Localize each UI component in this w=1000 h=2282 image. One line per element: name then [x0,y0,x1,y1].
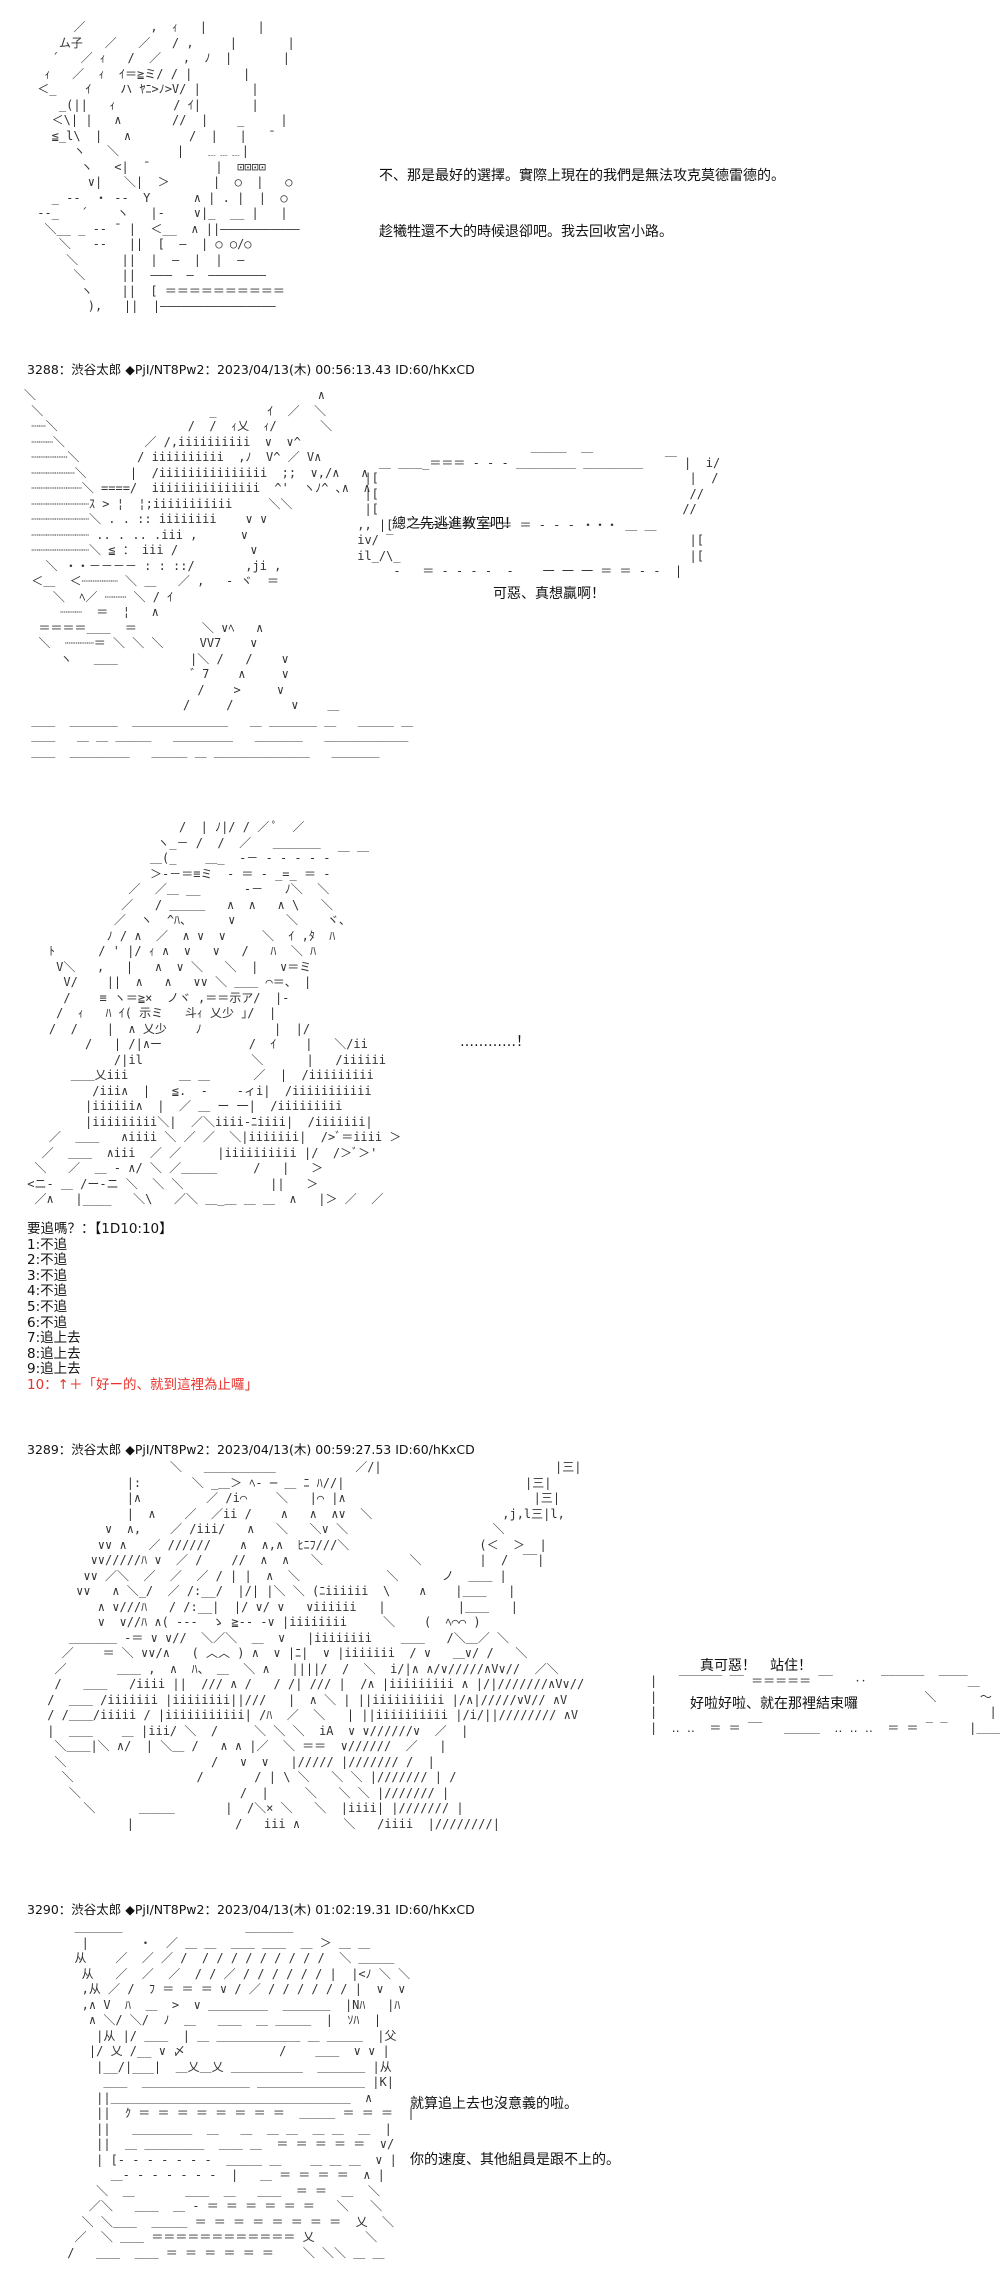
post-header: 3290：渋谷太郎 ◆PjI/NT8Pw2：2023/04/13(木) 01:0… [27,1902,475,1917]
post-panel-1: ／ , ｨ | | ム子 ／ ／ / , | | ´ ／ ｨ / ／ , ﾉ |… [0,0,1000,377]
ascii-art-speech-frame: | ‾‾‾‾‾‾ ‾‾ ＝＝＝＝＝ ‾‾ ‥ ‾‾‾‾‾‾ ‾‾‾‾＿ | ＼ … [650,1674,1000,1735]
vote-option: 8:追上去 [27,1345,81,1362]
speech-2: 可惡、真想贏啊！ [493,586,605,602]
dialogue-line: 就算追上去也沒意義的啦。 [410,2096,578,2112]
vote-option: 6:不追 [27,1314,68,1331]
speech-1: 總之先逃進教室吧！ [392,516,518,532]
ascii-art-figure: ＿＿＿＿ ＿＿＿＿ | ・ ／ ＿ ＿ ＿＿ ＿＿ ＿ ＞ ＿ ＿ 从 ／ ／ … [67,1920,415,2260]
vote-option: 4:不追 [27,1283,68,1300]
vote-options: 1:不追 2:不追 3:不追 4:不追 5:不追 6:不追 7:追上去 8:追上… [27,1236,258,1394]
dialogue-line: 趁犧牲還不大的時候退卻吧。我去回收宮小路。 [379,224,673,240]
dialogue-line: 你的速度、其他組員是跟不上的。 [410,2152,620,2168]
vote-block: 要追嗎？：【1D10:10】 1:不追 2:不追 3:不追 4:不追 5:不追 … [27,1221,258,1394]
post-header: 3288：渋谷太郎 ◆PjI/NT8Pw2：2023/04/13(木) 00:5… [27,362,475,377]
ascii-art-figure: / | ﾉ|/ / ／ ﾟ ／ ヽ_－ / / ／ ＿＿＿＿ ＿(_ ＿_ ‐－… [27,820,402,1206]
ellipsis-speech: …………！ [460,1034,530,1050]
speech-2: 好啦好啦、就在那裡結束囉 [690,1696,858,1712]
vote-option: 3:不追 [27,1267,68,1284]
vote-title: 要追嗎？：【1D10:10】 [27,1221,173,1237]
vote-option: 2:不追 [27,1252,68,1269]
vote-option: 5:不追 [27,1298,68,1315]
post-panel-4: ＼ ＿＿＿＿＿＿ ／/| |三| |: ＼ _＿＞ ﾍ‐ ─ ＿ ﾆ ﾊ//| … [0,1450,1000,1917]
vote-option: 9:追上去 [27,1361,81,1378]
post-panel-3: / | ﾉ|/ / ／ ﾟ ／ ヽ_－ / / ／ ＿＿＿＿ ＿(_ ＿_ ‐－… [0,820,1000,1457]
vote-option: 1:不追 [27,1236,68,1253]
post-header: 3289：渋谷太郎 ◆PjI/NT8Pw2：2023/04/13(木) 00:5… [27,1442,475,1457]
ascii-art-figure: ＼ ∧ ＼ _ ｲ ／ ＼ ┈┈＼ / / ｨ乂 ｨ/ ＼ ┈┈┈＼ ／ /,i… [24,388,414,759]
ascii-art-figure: ＼ ＿＿＿＿＿＿ ／/| |三| |: ＼ _＿＞ ﾍ‐ ─ ＿ ﾆ ﾊ//| … [47,1460,585,1831]
ascii-art-figure: ／ , ｨ | | ム子 ／ ／ / , | | ´ ／ ｨ / ／ , ﾉ |… [37,20,300,313]
speech-block: 不、那是最好的選擇。實際上現在的我們是無法攻克莫德雷德的。 趁犧牲還不大的時候退… [379,134,785,274]
post-panel-5: ＿＿＿＿ ＿＿＿＿ | ・ ／ ＿ ＿ ＿＿ ＿＿ ＿ ＞ ＿ ＿ 从 ／ ／ … [0,1920,1000,2282]
post-panel-2: ＼ ∧ ＼ _ ｲ ／ ＼ ┈┈＼ / / ｨ乂 ｨ/ ＼ ┈┈┈＼ ／ /,i… [0,380,1000,790]
ascii-art-speech-frame: ＿＿＿ ＿ ＿ ＿＿_＝＝＝ ‐ ‐ ‐ ＿＿＿＿＿ ＿＿＿＿＿ ￣ | i/ … [357,440,721,578]
vote-option: 7:追上去 [27,1330,81,1347]
speech-block: 就算追上去也沒意義的啦。 你的速度、其他組員是跟不上的。 [410,2062,620,2202]
vote-result: 10：↑＋「好ー的、就到這裡為止囉」 [27,1376,258,1393]
dialogue-line: 不、那是最好的選擇。實際上現在的我們是無法攻克莫德雷德的。 [379,168,785,184]
speech-1: 真可惡！ 站住！ [700,1658,812,1674]
